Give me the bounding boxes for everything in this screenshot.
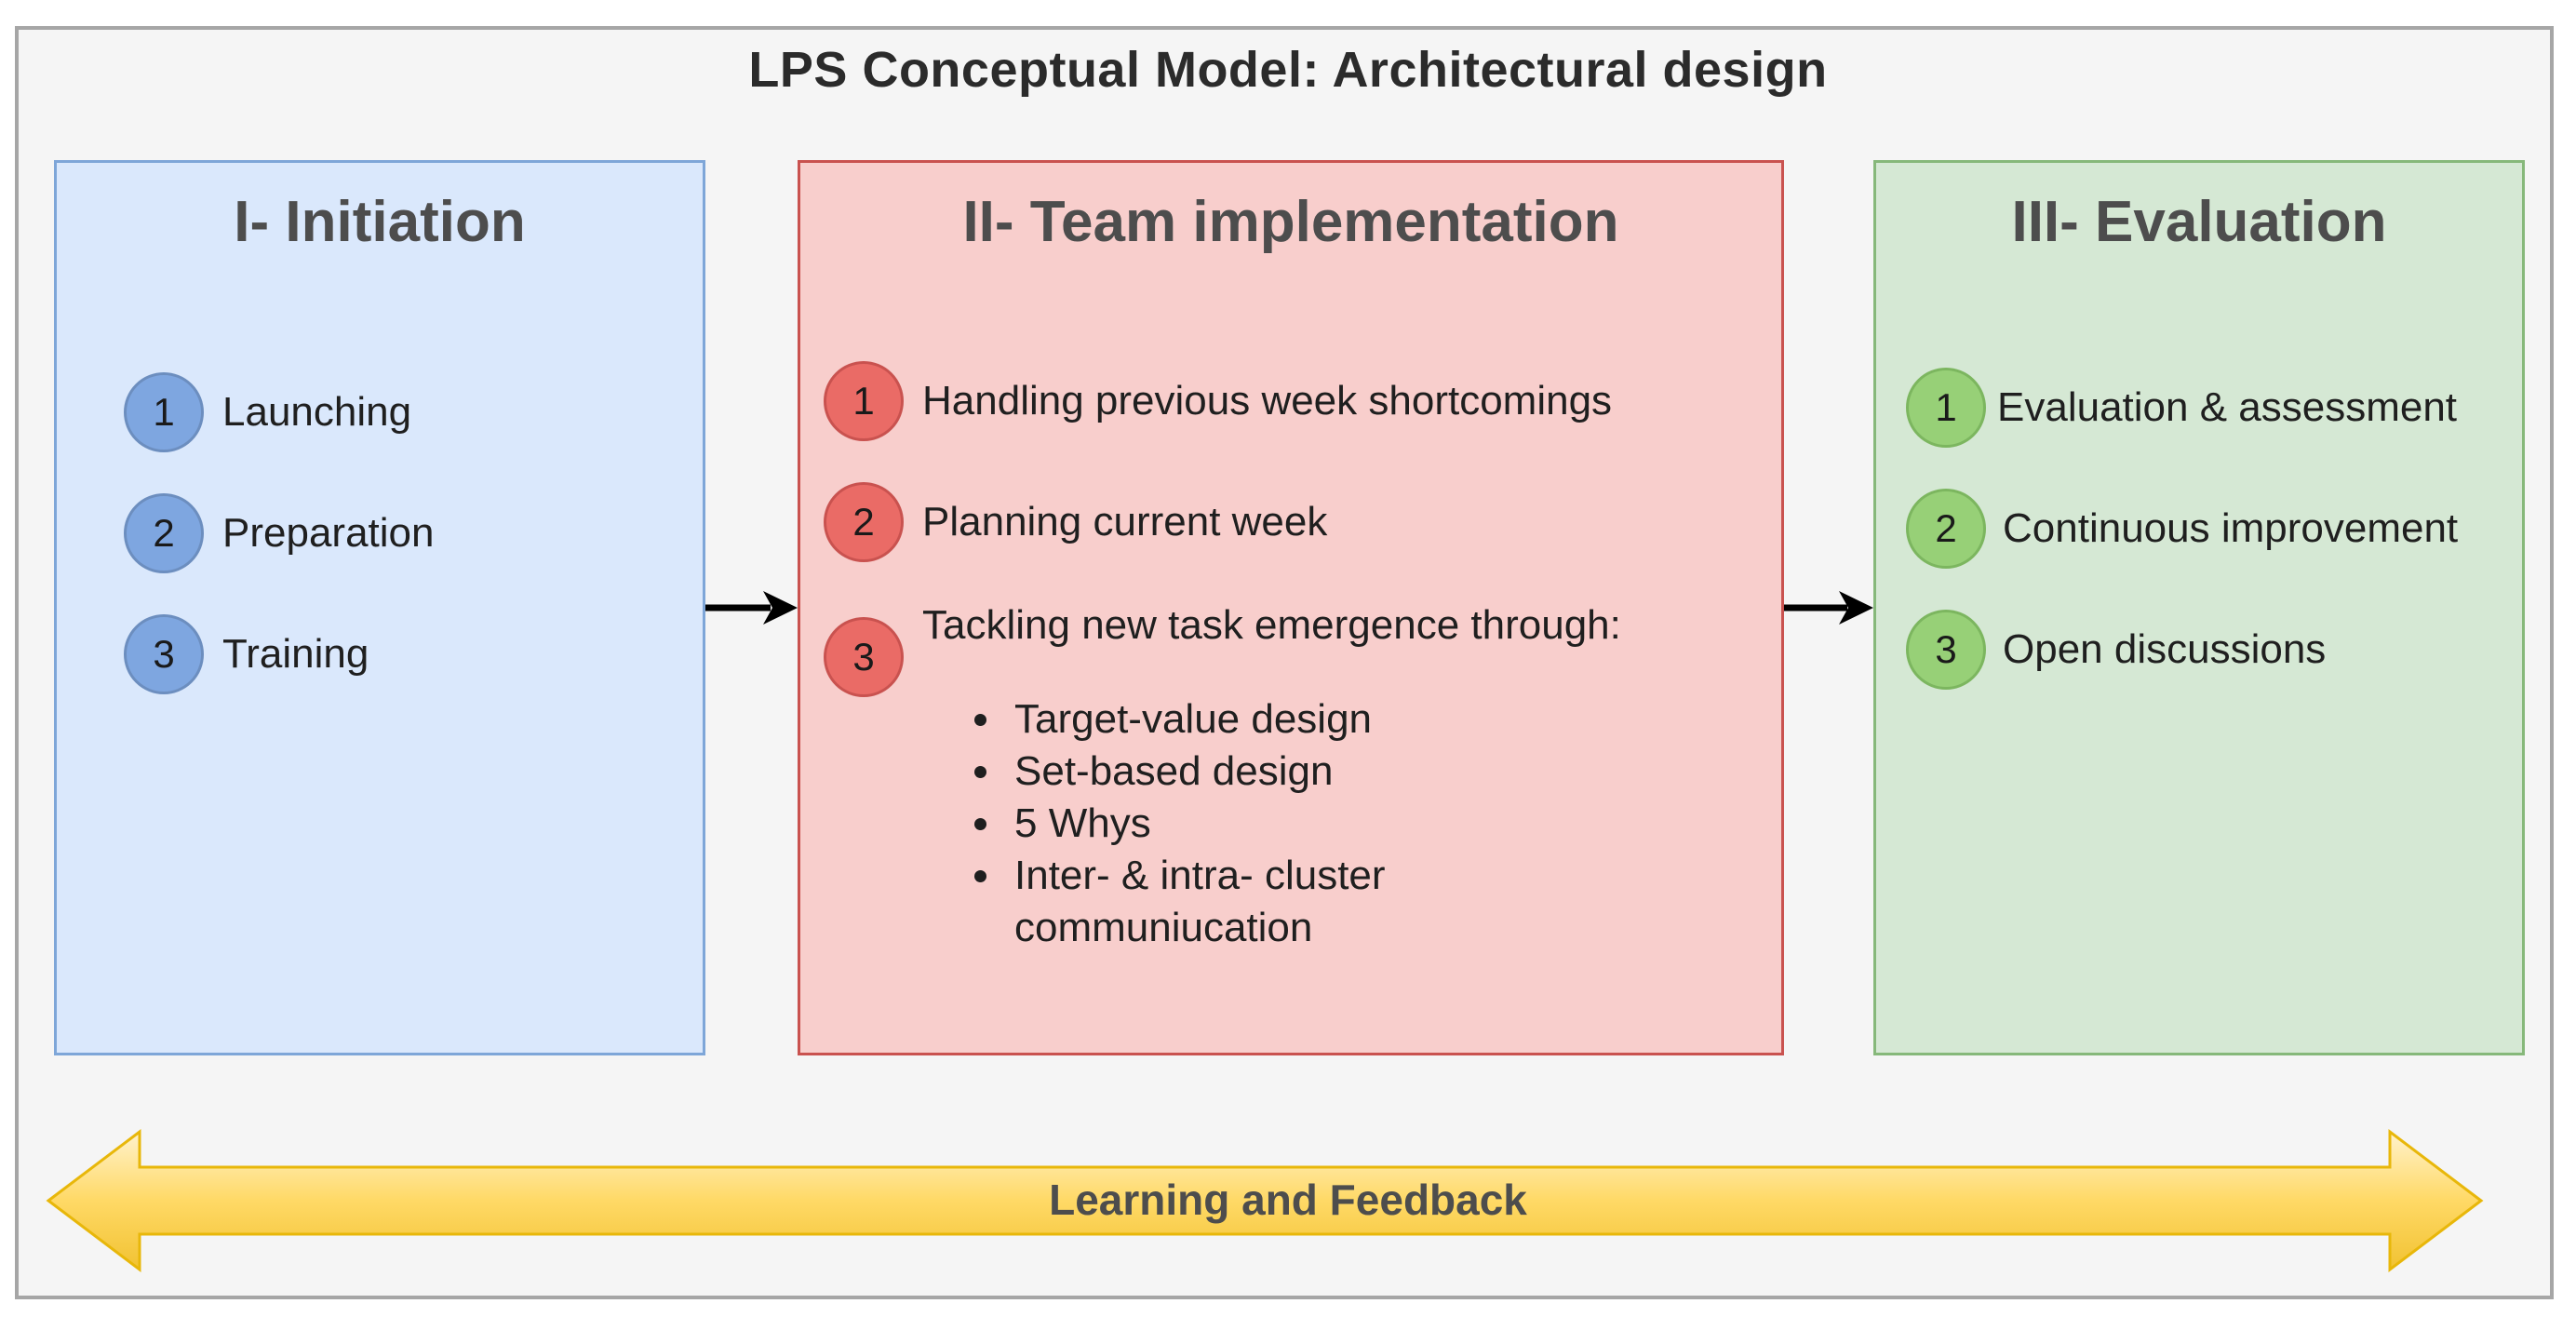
- step-number-badge: 1: [824, 361, 904, 441]
- phase-initiation-title: I- Initiation: [234, 190, 526, 254]
- step-number-badge: 1: [124, 372, 204, 452]
- initiation-step-3: 3 Training: [124, 614, 369, 694]
- phase-evaluation-title: III- Evaluation: [2011, 190, 2387, 254]
- list-item: Set-based design: [1005, 746, 1657, 798]
- step-label: Continuous improvement: [2003, 505, 2459, 551]
- step-label: Handling previous week shortcomings: [922, 378, 1613, 423]
- phase-team-implementation-box: II- Team implementation 1 Handling previ…: [798, 160, 1784, 1055]
- step-label: Planning current week: [922, 499, 1328, 544]
- implementation-step-2: 2 Planning current week: [824, 482, 1327, 562]
- learning-feedback-label: Learning and Feedback: [1049, 1176, 1527, 1224]
- list-item: Inter- & intra- cluster communiucation: [1005, 850, 1657, 954]
- step-number-badge: 2: [1906, 489, 1986, 569]
- step-label: Evaluation & assessment: [1997, 384, 2458, 430]
- initiation-step-2: 2 Preparation: [124, 493, 434, 573]
- evaluation-step-3: 3 Open discussions: [1906, 610, 2326, 690]
- step-number-badge: 3: [824, 617, 904, 697]
- implementation-step-1: 1 Handling previous week shortcomings: [824, 361, 1612, 441]
- step-number-badge: 1: [1906, 368, 1986, 448]
- step-number-badge: 3: [1906, 610, 1986, 690]
- step-number-badge: 3: [124, 614, 204, 694]
- step-number-badge: 2: [124, 493, 204, 573]
- step-number-badge: 2: [824, 482, 904, 562]
- list-item: Target-value design: [1005, 693, 1657, 746]
- list-item: 5 Whys: [1005, 798, 1657, 850]
- step-label: Open discussions: [2003, 626, 2327, 672]
- evaluation-step-2: 2 Continuous improvement: [1906, 489, 2458, 569]
- implementation-step-3: 3 Tackling new task emergence through:: [824, 602, 1621, 697]
- emergence-techniques-list: Target-value design Set-based design 5 W…: [968, 693, 1657, 954]
- step-label: Tackling new task emergence through:: [922, 602, 1621, 648]
- phase-initiation-box: I- Initiation 1 Launching 2 Preparation …: [54, 160, 705, 1055]
- phase-evaluation-box: III- Evaluation 1 Evaluation & assessmen…: [1873, 160, 2525, 1055]
- diagram-title: LPS Conceptual Model: Architectural desi…: [748, 42, 1828, 98]
- step-label: Training: [222, 631, 369, 677]
- step-label: Preparation: [222, 510, 435, 556]
- evaluation-step-1: 1 Evaluation & assessment: [1906, 368, 2457, 448]
- initiation-step-1: 1 Launching: [124, 372, 411, 452]
- step-label: Launching: [222, 389, 412, 435]
- phase-team-implementation-title: II- Team implementation: [962, 190, 1619, 254]
